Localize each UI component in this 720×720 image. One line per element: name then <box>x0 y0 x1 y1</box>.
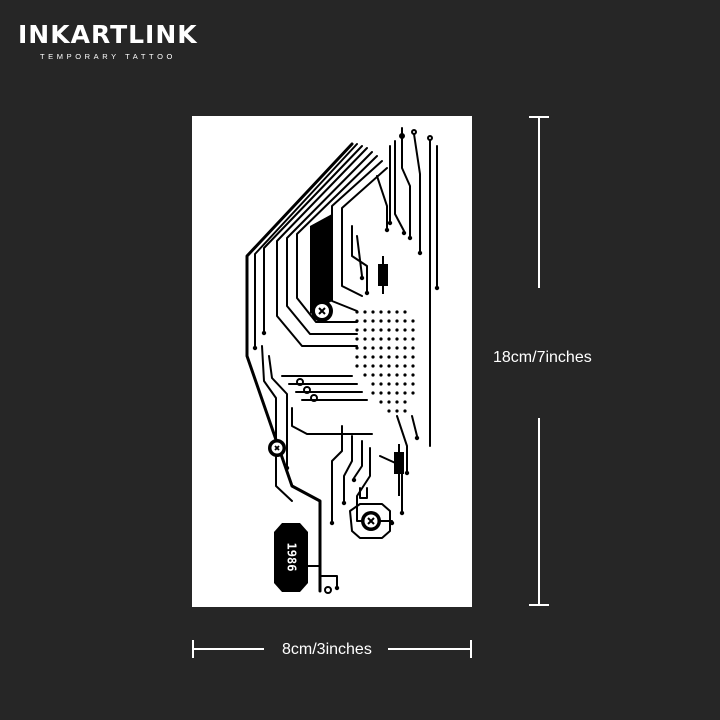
screw-x-icon <box>311 300 333 322</box>
brand-logo: INKARTLINK TEMPORARY TATTOO <box>18 20 198 62</box>
height-label: 18cm/7inches <box>493 349 592 366</box>
screw-x-icon <box>361 511 381 531</box>
resistor-icon <box>394 452 404 474</box>
serial-tag-shape <box>274 523 308 592</box>
brand-name: INKARTLINK <box>18 20 198 49</box>
width-label: 8cm/3inches <box>282 641 372 658</box>
circuit-tattoo-art: 1986 <box>245 127 440 594</box>
width-dimension-line <box>192 636 472 662</box>
screw-x-icon <box>268 439 286 457</box>
serial-number: 1986 <box>285 543 299 572</box>
circuit-block-shape <box>310 214 332 314</box>
resistor-icon <box>378 264 388 286</box>
tattoo-card: 1986 <box>192 116 472 607</box>
brand-tagline: TEMPORARY TATTOO <box>40 52 176 61</box>
height-dimension-line <box>529 116 549 606</box>
